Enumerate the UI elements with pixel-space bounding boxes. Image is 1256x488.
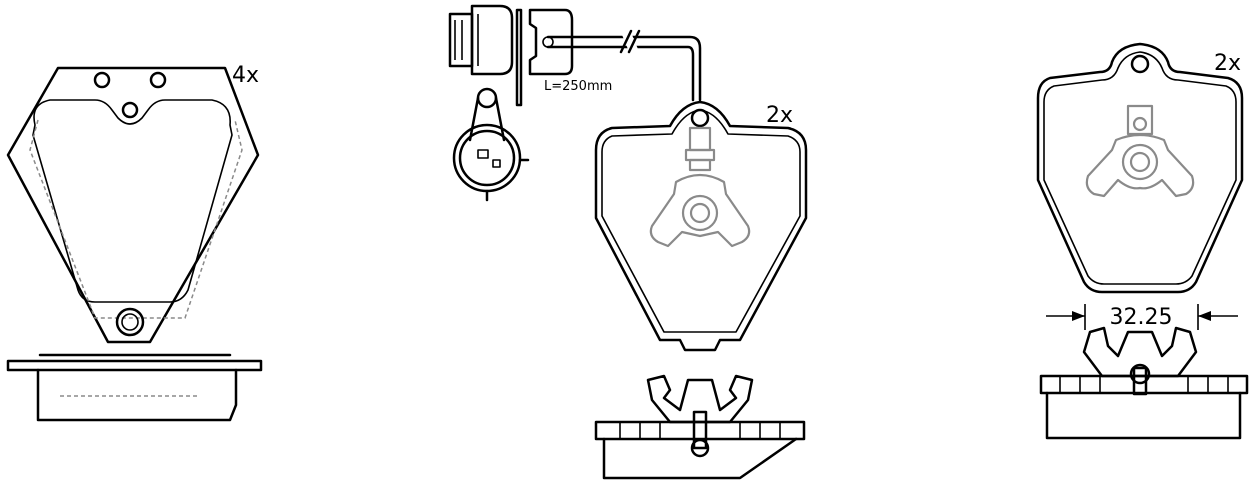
wear-sensor-connector (448, 4, 702, 107)
left-pad-side-view (6, 353, 263, 422)
quantity-label-center: 2x (766, 103, 793, 128)
cable-length-label: L=250mm (544, 79, 612, 94)
width-dimension (1046, 304, 1238, 330)
center-pad-spring-clip (649, 126, 751, 248)
center-pad-side-view (594, 374, 806, 480)
right-pad-spring-clip (1085, 104, 1195, 198)
quantity-label-left: 4x (232, 63, 259, 88)
center-pad-front-view (594, 100, 808, 352)
width-dimension-value: 32.25 (1110, 305, 1173, 330)
wear-sensor-clip (452, 87, 530, 202)
right-pad-side-view (1039, 326, 1249, 440)
right-pad-front-view (1036, 42, 1244, 294)
left-pad-front-view (6, 66, 260, 344)
quantity-label-right: 2x (1214, 51, 1241, 76)
